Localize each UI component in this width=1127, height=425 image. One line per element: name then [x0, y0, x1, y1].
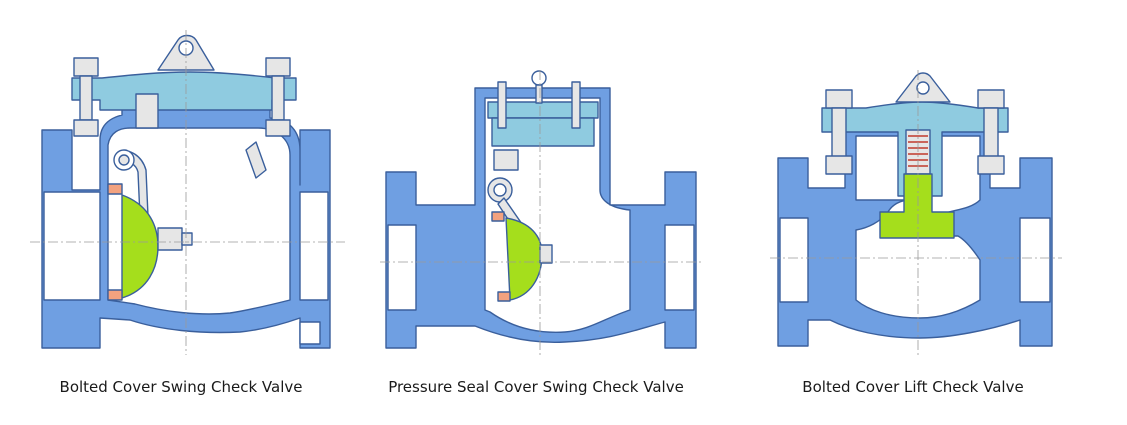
seat-ring-bottom: [107, 289, 123, 301]
seat-ring-bottom: [497, 291, 511, 302]
valve-cover: [71, 71, 297, 111]
caption-pressure-seal-cover-swing-check-valve: Pressure Seal Cover Swing Check Valve: [388, 378, 684, 396]
cover-stud-left: [497, 81, 507, 129]
bolt-left-nut-top: [73, 57, 99, 77]
hinge-bracket: [493, 149, 519, 171]
flange-notch: [299, 321, 321, 345]
bolt-right-nut-top: [265, 57, 291, 77]
swing-disc: [121, 194, 159, 299]
bolt-right-stud: [983, 107, 999, 159]
lift-disc: [879, 173, 955, 239]
bolt-right-stud: [271, 75, 285, 121]
bolt-left-stud: [831, 107, 847, 159]
pressure-seal-cover-swing-check-valve-drawing: [380, 70, 702, 355]
caption-bolted-cover-lift-check-valve: Bolted Cover Lift Check Valve: [802, 378, 1024, 396]
hinge-pin-core: [118, 154, 130, 166]
cover-stud-right: [571, 81, 581, 129]
bolt-left-nut-bottom: [825, 155, 853, 175]
valve-body: [777, 127, 1053, 347]
bolted-cover-lift-check-valve-drawing: [770, 70, 1062, 355]
hinge-bracket: [135, 93, 159, 129]
bolt-right-nut-top: [977, 89, 1005, 109]
seat-ring-top: [107, 183, 123, 195]
bolt-left-stud: [79, 75, 93, 121]
valve-body: [385, 87, 697, 349]
bolt-left-nut-top: [825, 89, 853, 109]
caption-bolted-cover-swing-check-valve: Bolted Cover Swing Check Valve: [59, 378, 303, 396]
swing-disc: [505, 217, 543, 301]
eye-bolt-shank: [535, 84, 543, 104]
hinge-pin-core: [493, 183, 507, 197]
disc-nut: [157, 227, 183, 251]
seat-ring-top: [491, 211, 505, 222]
disc-nut: [539, 244, 553, 264]
bolt-right-nut-bottom: [265, 119, 291, 137]
bolt-left-nut-bottom: [73, 119, 99, 137]
bolted-cover-lift-check-valve-figure: [770, 0, 1070, 370]
disc-nut-cap: [181, 232, 193, 246]
bolt-right-nut-bottom: [977, 155, 1005, 175]
bolted-cover-swing-check-valve-drawing: [30, 30, 345, 355]
lug-hole: [916, 81, 930, 95]
pressure-seal-cover-swing-check-valve-figure: [380, 0, 725, 370]
bolted-cover-swing-check-valve-figure: [0, 0, 380, 370]
disc-stop: [245, 141, 267, 179]
eye-bolt: [531, 70, 547, 86]
